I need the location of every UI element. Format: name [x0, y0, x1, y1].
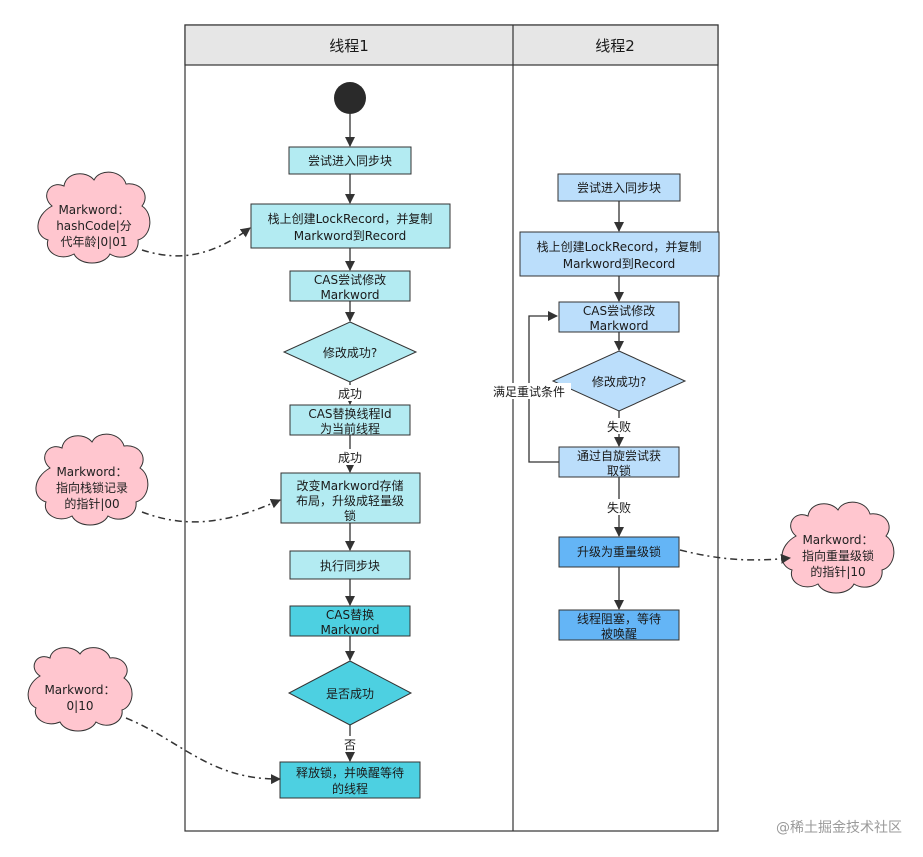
t1-label-success-2: 成功 [338, 451, 362, 465]
svg-text:Markword: Markword [589, 319, 648, 333]
svg-text:锁: 锁 [344, 508, 356, 523]
t1-create-lock-record-box: 栈上创建LockRecord，并复制 Markword到Record [250, 203, 451, 249]
t1-cas-replace-thread-id-box: CAS替换线程Id 为当前线程 [289, 404, 411, 436]
svg-text:Markword: Markword [320, 288, 379, 302]
t2-modify-success-decision: 修改成功? [551, 350, 687, 412]
note-connector-2 [141, 499, 281, 523]
svg-text:通过自旋尝试获: 通过自旋尝试获 [577, 448, 661, 463]
note-connector-3 [125, 717, 281, 785]
t1-label-no: 否 [344, 738, 356, 752]
svg-text:CAS尝试修改: CAS尝试修改 [583, 303, 655, 318]
svg-text:取锁: 取锁 [607, 463, 631, 478]
note-markword-hash: Markword： hashCode|分 代年龄|0|01 [37, 171, 151, 264]
svg-text:Markword：: Markword： [56, 465, 127, 479]
t2-try-enter-box: 尝试进入同步块 [557, 173, 681, 202]
svg-text:Markword到Record: Markword到Record [294, 229, 407, 243]
svg-text:修改成功?: 修改成功? [323, 345, 377, 360]
t2-label-fail-1: 失败 [607, 419, 631, 434]
watermark: @稀土掘金技术社区 [776, 820, 902, 836]
svg-text:线程阻塞，等待: 线程阻塞，等待 [577, 611, 661, 626]
svg-text:改变Markword存储: 改变Markword存储 [296, 478, 403, 493]
svg-text:升级为重量级锁: 升级为重量级锁 [577, 544, 661, 559]
svg-text:hashCode|分: hashCode|分 [56, 219, 132, 233]
svg-text:栈上创建LockRecord，并复制: 栈上创建LockRecord，并复制 [537, 239, 702, 254]
svg-text:CAS尝试修改: CAS尝试修改 [314, 272, 386, 287]
t1-try-enter-box: 尝试进入同步块 [288, 146, 412, 175]
svg-text:栈上创建LockRecord，并复制: 栈上创建LockRecord，并复制 [268, 211, 433, 226]
lane-title-thread1: 线程1 [329, 37, 369, 55]
note-markword-stack-ptr: Markword： 指向栈锁记录 的指针|00 [35, 433, 149, 526]
thread2-flow: 尝试进入同步块 栈上创建LockRecord，并复制 Markword到Reco… [487, 173, 720, 641]
start-node [334, 82, 366, 114]
t1-release-lock-box: 释放锁，并唤醒等待 的线程 [279, 761, 421, 799]
note-markword-0-10: Markword： 0|10 [27, 647, 133, 732]
t2-label-fail-2: 失败 [607, 500, 631, 515]
note-markword-heavy-ptr: Markword： 指向重量级锁 的指针|10 [781, 501, 895, 594]
t2-spin-acquire-box: 通过自旋尝试获 取锁 [558, 446, 680, 478]
svg-text:的线程: 的线程 [332, 781, 368, 796]
svg-text:的指针|00: 的指针|00 [64, 496, 119, 511]
svg-text:修改成功?: 修改成功? [592, 374, 646, 389]
t1-cas-modify-box: CAS尝试修改 Markword [289, 270, 411, 302]
svg-text:布局，升级成轻量级: 布局，升级成轻量级 [296, 494, 404, 508]
svg-text:Markword: Markword [320, 623, 379, 637]
thread1-flow: 尝试进入同步块 栈上创建LockRecord，并复制 Markword到Reco… [250, 82, 451, 799]
svg-text:指向栈锁记录: 指向栈锁记录 [56, 480, 128, 495]
svg-text:尝试进入同步块: 尝试进入同步块 [308, 153, 392, 168]
t2-cas-modify-box: CAS尝试修改 Markword [558, 301, 680, 333]
swimlane-frame: 线程1 线程2 [184, 24, 719, 832]
svg-text:释放锁，并唤醒等待: 释放锁，并唤醒等待 [296, 765, 404, 780]
t2-upgrade-heavy-box: 升级为重量级锁 [558, 536, 680, 568]
svg-text:执行同步块: 执行同步块 [320, 559, 380, 573]
svg-text:尝试进入同步块: 尝试进入同步块 [577, 180, 661, 195]
t1-change-markword-box: 改变Markword存储 布局，升级成轻量级 锁 [280, 472, 421, 524]
svg-text:CAS替换: CAS替换 [326, 608, 374, 622]
svg-text:Markword到Record: Markword到Record [563, 257, 676, 271]
svg-text:Markword：: Markword： [58, 203, 129, 217]
svg-text:是否成功: 是否成功 [326, 687, 374, 701]
t2-label-retry: 满足重试条件 [493, 384, 565, 399]
t1-label-success-1: 成功 [338, 387, 362, 401]
t1-execute-sync-box: 执行同步块 [289, 550, 411, 580]
svg-text:指向重量级锁: 指向重量级锁 [802, 548, 874, 563]
lane-title-thread2: 线程2 [595, 37, 635, 55]
svg-text:的指针|10: 的指针|10 [810, 564, 865, 579]
svg-text:代年龄|0|01: 代年龄|0|01 [61, 235, 128, 249]
svg-text:CAS替换线程Id: CAS替换线程Id [308, 406, 391, 421]
t2-thread-block-box: 线程阻塞，等待 被唤醒 [558, 609, 680, 641]
t2-create-lock-record-box: 栈上创建LockRecord，并复制 Markword到Record [519, 231, 720, 277]
svg-text:0|10: 0|10 [67, 699, 94, 713]
t1-cas-replace-markword-box: CAS替换 Markword [289, 605, 411, 637]
note-connector-1 [141, 227, 251, 257]
svg-text:Markword：: Markword： [802, 533, 873, 547]
svg-text:被唤醒: 被唤醒 [601, 627, 637, 641]
svg-text:为当前线程: 为当前线程 [320, 421, 380, 436]
note-connector-4 [679, 549, 791, 564]
svg-text:Markword：: Markword： [44, 683, 115, 697]
